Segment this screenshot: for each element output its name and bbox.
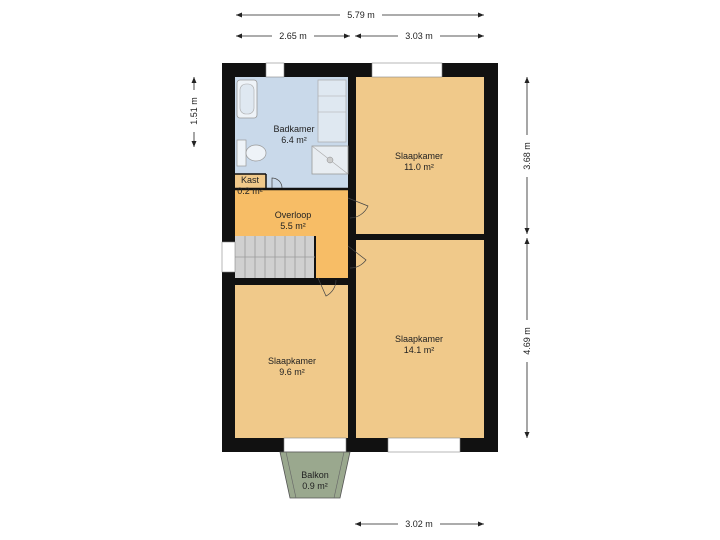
room-area-slaapkamer-top: 11.0 m² <box>404 162 434 172</box>
room-label-badkamer: Badkamer <box>273 124 314 134</box>
room-label-kast: Kast <box>241 175 260 185</box>
room-badkamer-lower <box>266 174 348 188</box>
shower <box>311 145 349 175</box>
room-label-slaapkamer-bottom-left: Slaapkamer <box>268 356 316 366</box>
dimension-top-right-height: 3.68 m <box>521 77 533 234</box>
room-slaapkamer-bottom-right <box>356 240 484 438</box>
room-label-slaapkamer-bottom-right: Slaapkamer <box>395 334 443 344</box>
room-kast <box>235 174 266 188</box>
room-slaapkamer-bottom-left <box>235 285 348 438</box>
doors <box>271 177 369 297</box>
room-overloop <box>235 190 348 236</box>
room-area-slaapkamer-bottom-right: 14.1 m² <box>404 345 435 355</box>
room-area-slaapkamer-bottom-left: 9.6 m² <box>279 367 305 377</box>
room-label-overloop: Overloop <box>275 210 312 220</box>
stairs-steps <box>235 236 315 278</box>
dimension-bottom-right-height: 4.69 m <box>521 238 533 438</box>
dimension-label: 2.65 m <box>279 31 307 41</box>
room-slaapkamer-top <box>356 77 484 234</box>
room-area-badkamer: 6.4 m² <box>281 135 307 145</box>
dimension-label: 3.68 m <box>522 142 532 170</box>
dimension-label: 5.79 m <box>347 10 375 20</box>
dimension-label: 3.03 m <box>405 31 433 41</box>
room-label-slaapkamer-top: Slaapkamer <box>395 151 443 161</box>
dimension-bottom-width: 3.02 m <box>355 518 484 530</box>
room-overloop-lower <box>315 236 348 278</box>
dimension-bath-height: 1.51 m <box>188 77 200 147</box>
washbasin <box>317 79 347 143</box>
dimension-label: 1.51 m <box>189 97 199 125</box>
dimension-label: 4.69 m <box>522 327 532 355</box>
dimension-total-width: 5.79 m <box>236 9 484 21</box>
room-label-balkon: Balkon <box>301 470 329 480</box>
room-area-overloop: 5.5 m² <box>280 221 306 231</box>
dimension-label: 3.02 m <box>405 519 433 529</box>
room-area-kast: 0.2 m² <box>237 186 263 196</box>
balcony <box>279 451 351 499</box>
dimension-left-width: 2.65 m <box>236 30 350 42</box>
bathtub <box>236 79 258 119</box>
room-area-balkon: 0.9 m² <box>302 481 328 491</box>
toilet <box>236 139 267 167</box>
windows <box>221 62 461 453</box>
dimension-right-width: 3.03 m <box>355 30 484 42</box>
